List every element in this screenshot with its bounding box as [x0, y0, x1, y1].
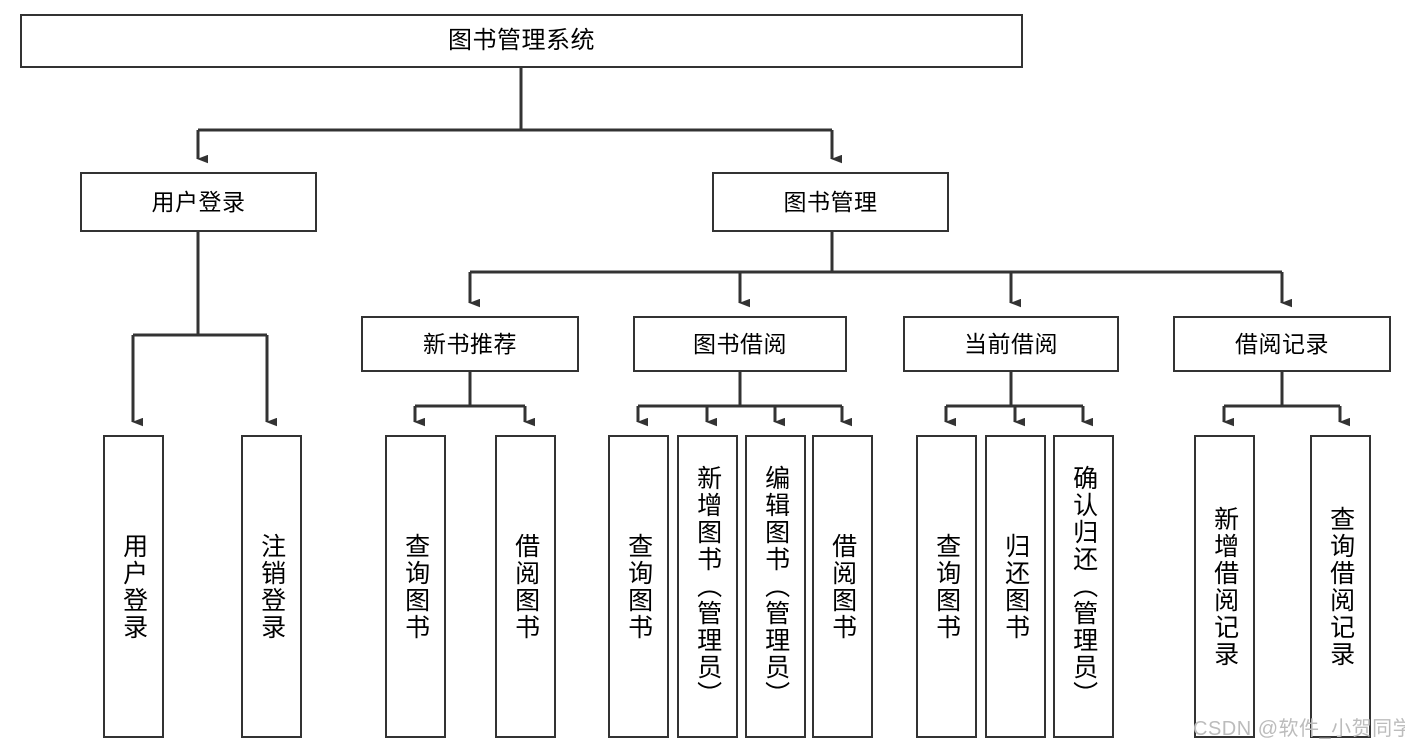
- leaf-logout[interactable]: 注销登录: [241, 435, 302, 738]
- node-label: 注销登录: [257, 532, 286, 641]
- node-label: 查询借阅记录: [1326, 505, 1355, 668]
- leaf-query-book-recommend[interactable]: 查询图书: [385, 435, 446, 738]
- leaf-query-book-current[interactable]: 查询图书: [916, 435, 977, 738]
- node-current-borrow[interactable]: 当前借阅: [903, 316, 1119, 372]
- leaf-query-borrow-record[interactable]: 查询借阅记录: [1310, 435, 1371, 738]
- watermark: CSDN @软件_小贺同学: [1193, 718, 1405, 740]
- node-label: 图书借阅: [693, 330, 787, 357]
- leaf-edit-book[interactable]: 编辑图书（管理员）: [745, 435, 806, 738]
- node-borrow-record[interactable]: 借阅记录: [1173, 316, 1391, 372]
- node-label: 图书管理系统: [448, 27, 595, 55]
- node-label: 借阅图书: [828, 532, 857, 641]
- node-label: 新增图书（管理员）: [693, 465, 722, 708]
- leaf-add-borrow-record[interactable]: 新增借阅记录: [1194, 435, 1255, 738]
- leaf-confirm-return[interactable]: 确认归还（管理员）: [1053, 435, 1114, 738]
- node-label: 确认归还（管理员）: [1069, 465, 1098, 708]
- leaf-borrow-book[interactable]: 借阅图书: [812, 435, 873, 738]
- node-user-login[interactable]: 用户登录: [80, 172, 317, 232]
- leaf-borrow-book-recommend[interactable]: 借阅图书: [495, 435, 556, 738]
- node-root-system[interactable]: 图书管理系统: [20, 14, 1023, 68]
- leaf-user-login[interactable]: 用户登录: [103, 435, 164, 738]
- node-label: 编辑图书（管理员）: [761, 465, 790, 708]
- node-label: 归还图书: [1001, 532, 1030, 641]
- node-label: 用户登录: [151, 188, 246, 215]
- node-label: 当前借阅: [964, 330, 1058, 357]
- node-label: 借阅记录: [1235, 330, 1329, 357]
- node-new-book-recommend[interactable]: 新书推荐: [361, 316, 579, 372]
- node-label: 新增借阅记录: [1210, 505, 1239, 668]
- node-book-manage[interactable]: 图书管理: [712, 172, 949, 232]
- leaf-add-book[interactable]: 新增图书（管理员）: [677, 435, 738, 738]
- node-label: 查询图书: [932, 532, 961, 641]
- node-label: 查询图书: [401, 532, 430, 641]
- leaf-query-book-borrow[interactable]: 查询图书: [608, 435, 669, 738]
- node-book-borrow[interactable]: 图书借阅: [633, 316, 847, 372]
- node-label: 借阅图书: [511, 532, 540, 641]
- node-label: 新书推荐: [423, 330, 517, 357]
- leaf-return-book[interactable]: 归还图书: [985, 435, 1046, 738]
- node-label: 查询图书: [624, 532, 653, 641]
- node-label: 图书管理: [783, 188, 878, 215]
- node-label: 用户登录: [119, 532, 148, 641]
